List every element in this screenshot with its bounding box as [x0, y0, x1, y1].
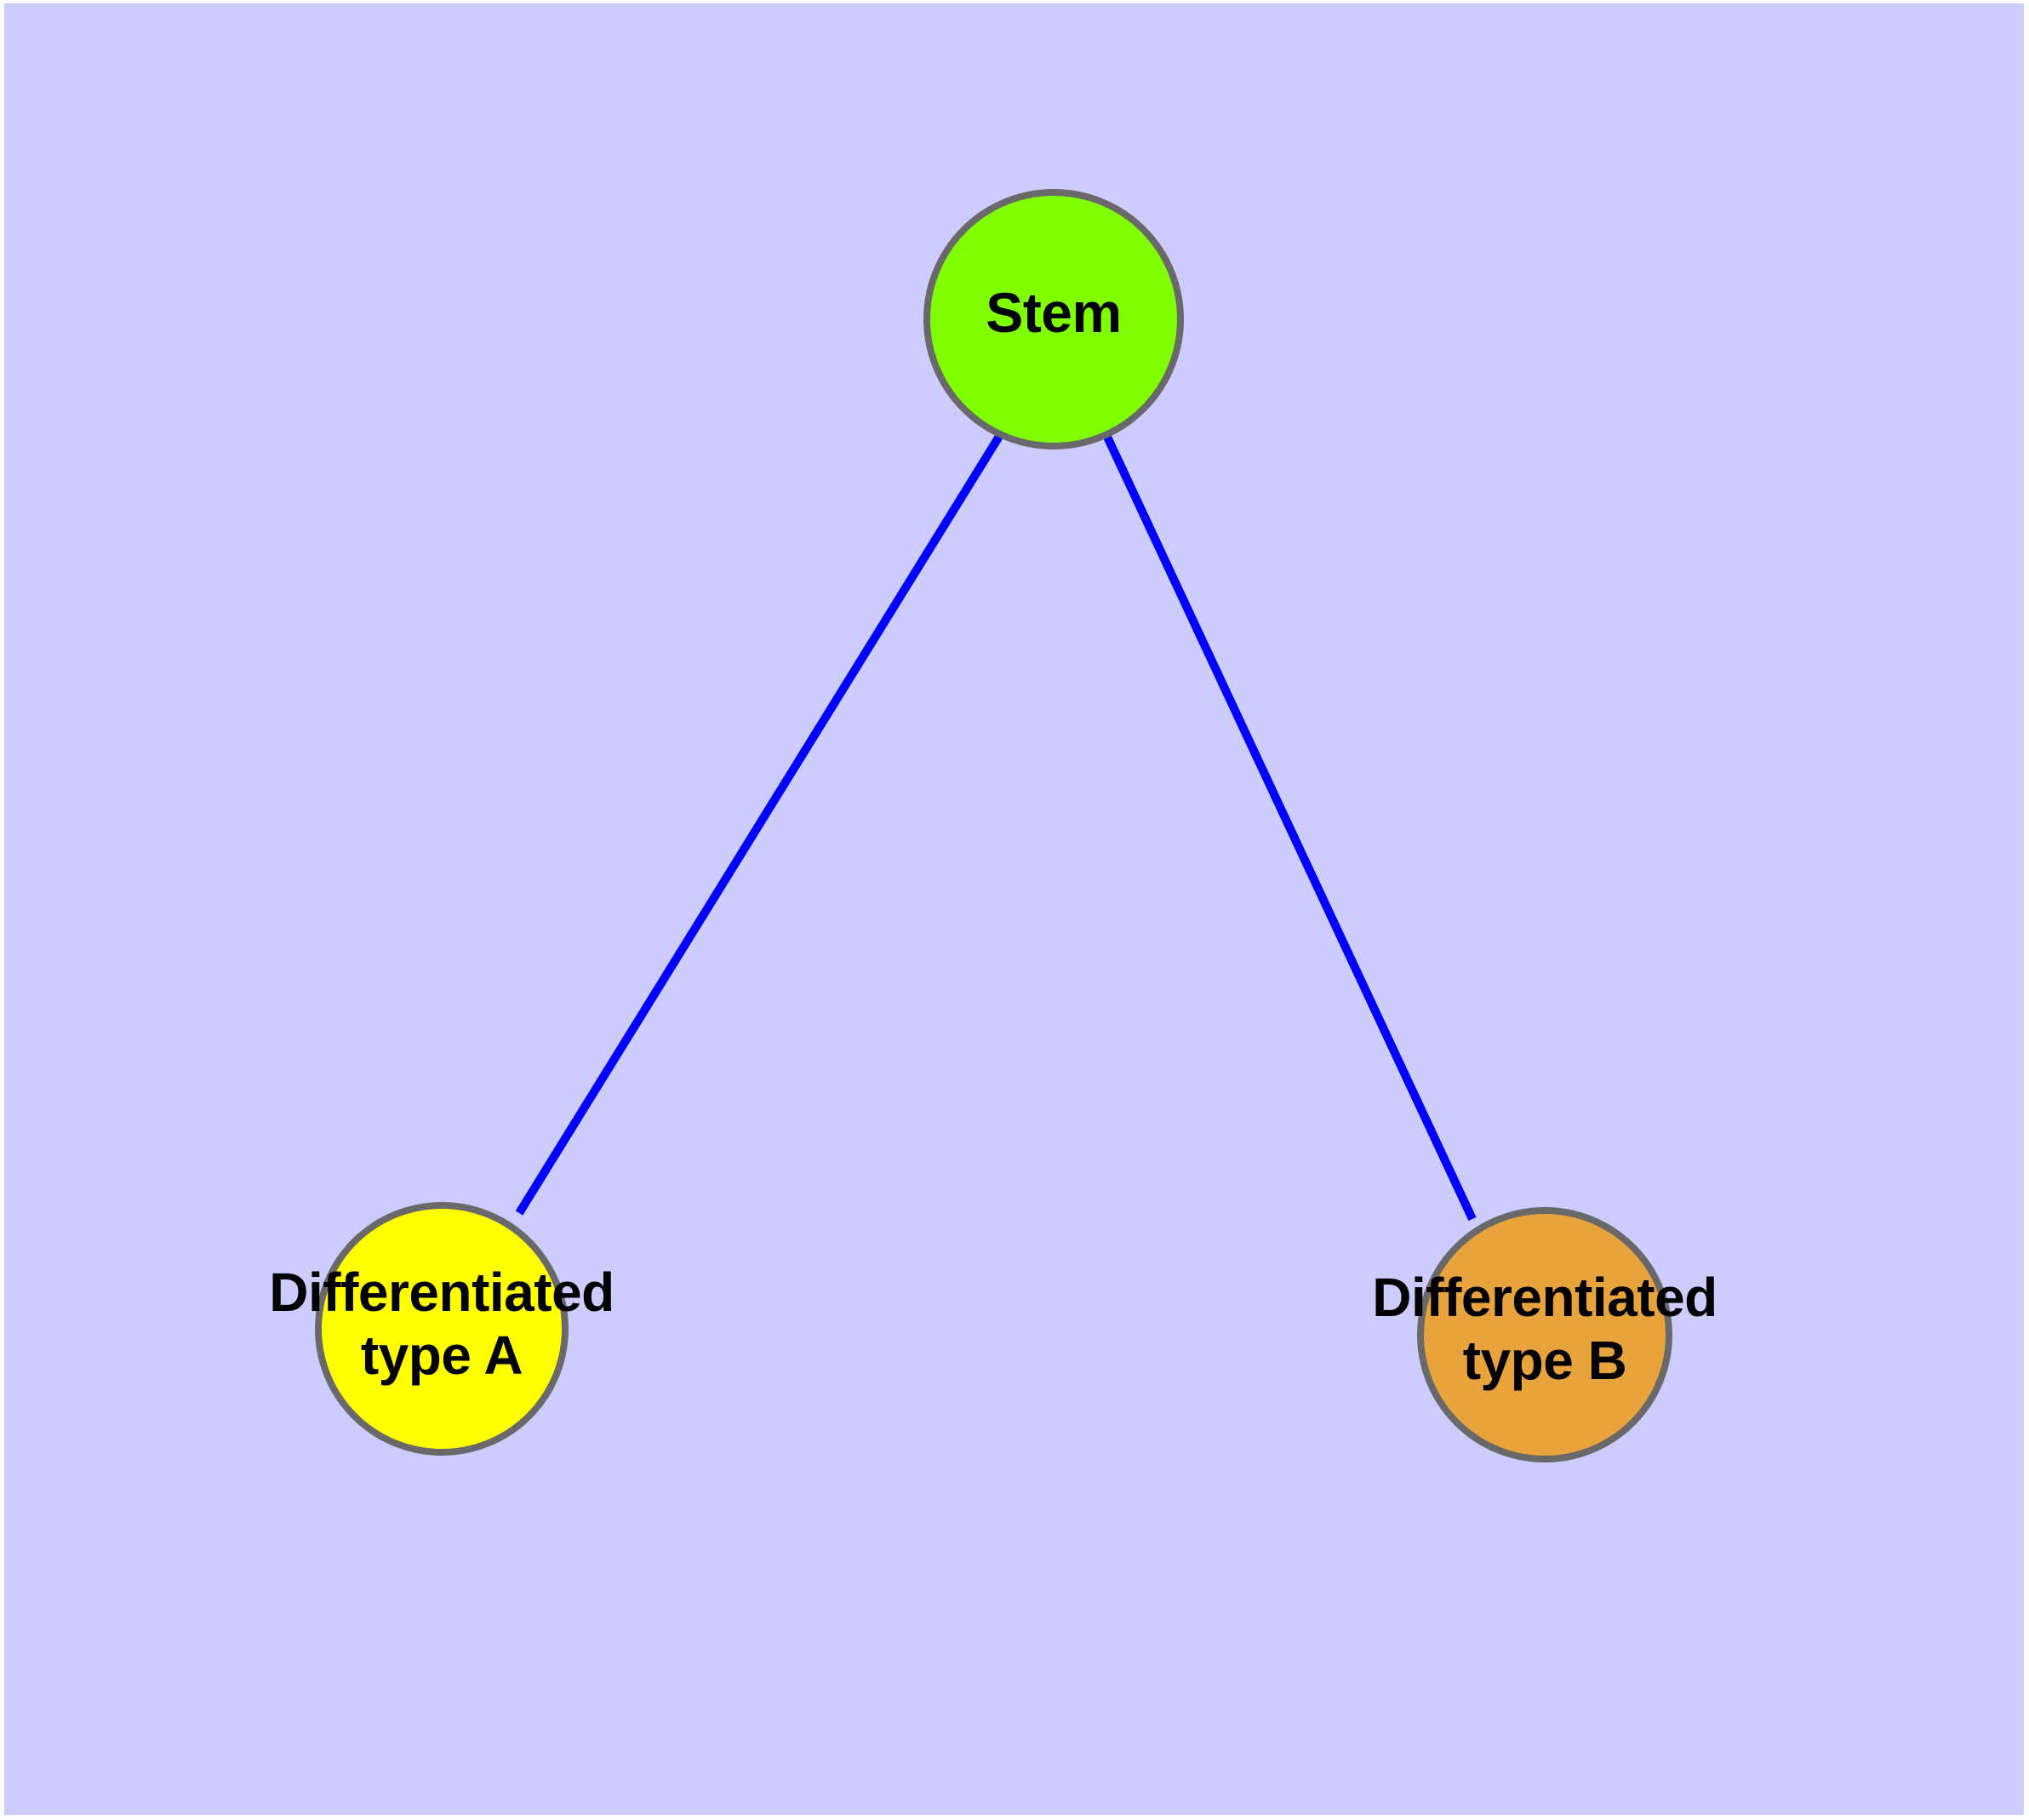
edge-layer: [515, 432, 1477, 1222]
node-stem[interactable]: [923, 189, 1184, 449]
node-differentiated-type-b[interactable]: [1417, 1207, 1672, 1462]
edge-stem-to-diff-b: [1102, 432, 1477, 1222]
edge-stem-to-diff-a: [515, 432, 1004, 1216]
node-differentiated-type-a[interactable]: [315, 1202, 569, 1456]
